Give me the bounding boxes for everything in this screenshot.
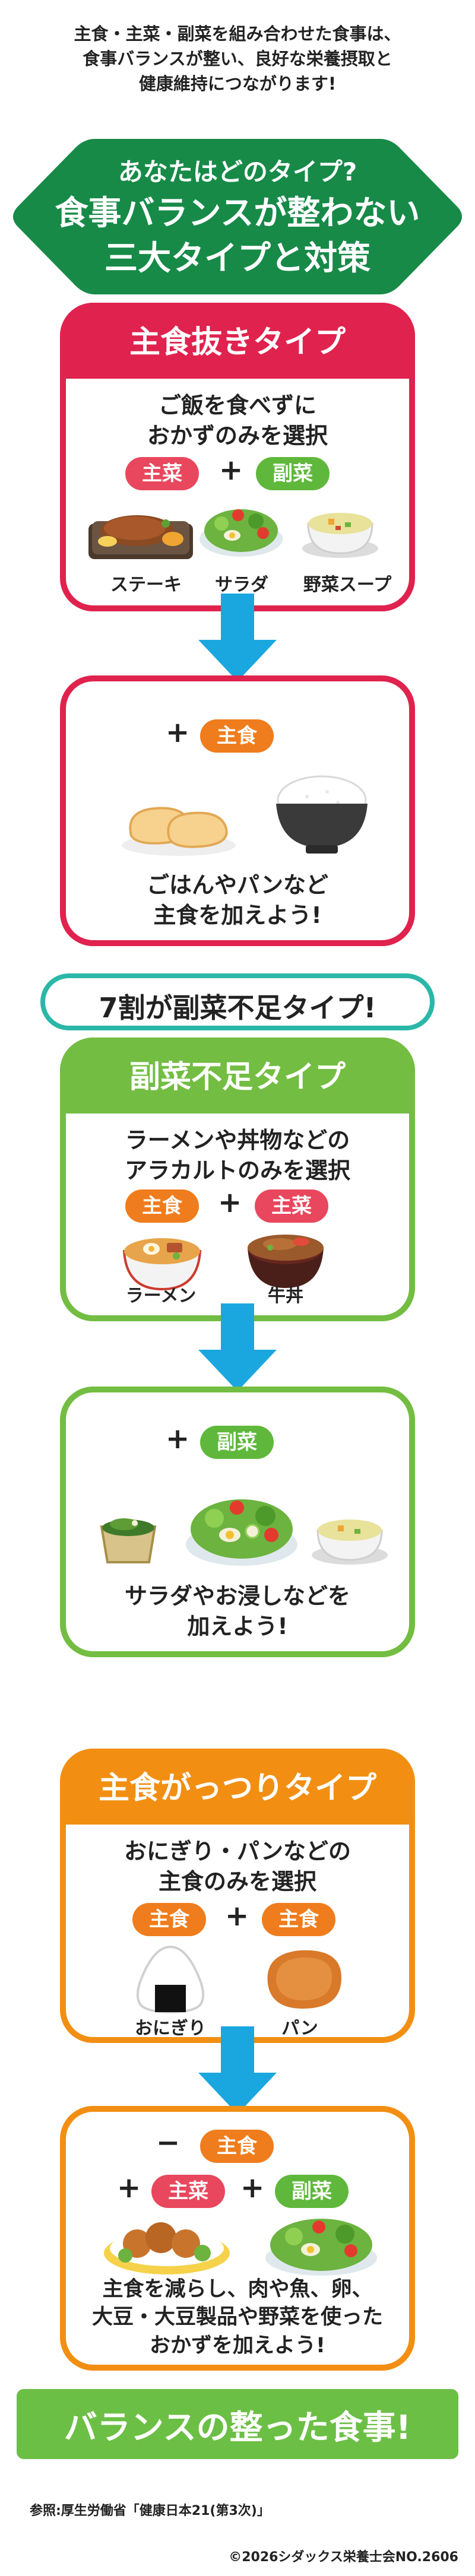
callout-side-dish-shortage: 7割が副菜不足タイプ! <box>40 973 435 1030</box>
type2-fix-line-1: サラダやお浸しなどを <box>124 1583 350 1609</box>
type1-desc: ご飯を食べずに おかずのみを選択 <box>66 391 409 452</box>
type3-fix-line-2: 大豆・大豆製品や野菜を使った <box>91 2305 383 2330</box>
minus-sign: − <box>156 2126 180 2159</box>
type1-title: 主食抜きタイプ <box>129 325 346 360</box>
type3-title: 主食がっつりタイプ <box>98 1771 376 1806</box>
plus-sign: + <box>225 1899 249 1933</box>
intro-line-2: 食事バランスが整い、良好な栄養摂取と <box>83 49 392 69</box>
vegetable-soup-icon <box>312 1519 388 1565</box>
label-gyudon: 牛丼 <box>268 1286 303 1306</box>
type3-fix-line-1: 主食を減らし、肉や魚、卵、 <box>102 2277 373 2301</box>
type2-fix-line-2: 加えよう! <box>187 1613 288 1640</box>
label-salad: サラダ <box>215 575 268 595</box>
pill-staple: 主食 <box>262 1903 335 1936</box>
label-steak: ステーキ <box>110 575 182 595</box>
header-hexagon-shape <box>13 139 462 294</box>
onigiri-icon <box>136 1945 205 2014</box>
header-line-2: 食事バランスが整わない <box>55 194 420 233</box>
type2-fix-card: + 副菜 サラダやお浸しなどを 加えよう! <box>60 1387 415 1657</box>
ramen-icon <box>122 1238 202 1291</box>
header-banner: あなたはどのタイプ? 食事バランスが整わない 三大タイプと対策 <box>0 137 475 297</box>
ohitashi-icon <box>100 1518 157 1563</box>
type2-header: 副菜不足タイプ <box>60 1038 415 1113</box>
banner-text: バランスの整った食事! <box>64 2409 411 2447</box>
rice-bowl-icon <box>276 775 368 854</box>
type3-desc-line-2: 主食のみを選択 <box>158 1868 316 1895</box>
intro-text: 主食・主菜・副菜を組み合わせた食事は、 食事バランスが整い、良好な栄養摂取と 健… <box>0 21 475 96</box>
type1-fix-card: + 主食 ごはんやパンなど 主食を加えよう! <box>60 675 415 946</box>
type3-fix-card: − 主食 + 主菜 + 副菜 主食を減らし、肉や魚、卵、 大豆・大豆製品や野菜を… <box>60 2106 415 2371</box>
header-line-3: 三大タイプと対策 <box>104 239 370 278</box>
type1-fix-desc: ごはんやパンなど 主食を加えよう! <box>66 870 409 931</box>
reference-note: 参照:厚生労働省「健康日本21(第3次)」 <box>30 2504 270 2518</box>
pill-main-dish: 主菜 <box>151 2175 225 2208</box>
type2-desc-line-2: アラカルトのみを選択 <box>124 1157 350 1184</box>
type1-desc-line-1: ご飯を食べずに <box>158 392 316 418</box>
type2-title: 副菜不足タイプ <box>129 1059 346 1095</box>
gyudon-icon <box>248 1235 324 1288</box>
type3-fix-desc: 主食を減らし、肉や魚、卵、 大豆・大豆製品や野菜を使った おかずを加えよう! <box>66 2276 409 2360</box>
type3-desc: おにぎり・パンなどの 主食のみを選択 <box>66 1836 409 1898</box>
plus-sign: + <box>166 716 190 749</box>
label-ramen: ラーメン <box>125 1286 197 1306</box>
plus-sign: + <box>219 453 243 487</box>
type2-desc: ラーメンや丼物などの アラカルトのみを選択 <box>66 1125 409 1187</box>
intro-line-3: 健康維持につながります! <box>138 74 337 94</box>
pill-staple: 主食 <box>200 2130 274 2163</box>
pill-side-dish: 副菜 <box>200 1426 274 1459</box>
salad-icon <box>265 2219 377 2276</box>
bread-roll-icon <box>267 1950 341 2009</box>
type1-desc-line-2: おかずのみを選択 <box>147 423 328 449</box>
type2-desc-line-1: ラーメンや丼物などの <box>125 1127 350 1153</box>
arrow-down-icon <box>198 2026 277 2114</box>
pill-side-dish: 副菜 <box>275 2175 349 2208</box>
plus-sign: + <box>117 2171 141 2204</box>
type3-card: 主食がっつりタイプ おにぎり・パンなどの 主食のみを選択 主食 + 主食 おにぎ… <box>60 1749 415 2043</box>
balanced-meal-banner: バランスの整った食事! <box>17 2389 458 2459</box>
intro-line-1: 主食・主菜・副菜を組み合わせた食事は、 <box>74 24 401 44</box>
pill-staple: 主食 <box>200 719 274 753</box>
plus-sign: + <box>218 1186 242 1219</box>
salad-icon <box>200 509 283 557</box>
type1-fix-line-1: ごはんやパンなど <box>147 872 328 898</box>
pill-main-dish: 主菜 <box>125 457 199 490</box>
type1-fix-line-2: 主食を加えよう! <box>153 902 322 929</box>
type2-fix-desc: サラダやお浸しなどを 加えよう! <box>66 1581 409 1642</box>
arrow-down-icon <box>198 1303 277 1391</box>
pill-side-dish: 副菜 <box>256 457 330 490</box>
type3-header: 主食がっつりタイプ <box>60 1749 415 1825</box>
arrow-down-icon <box>198 594 277 681</box>
vegetable-soup-icon <box>302 513 378 558</box>
bread-icon <box>122 807 236 856</box>
type3-desc-line-1: おにぎり・パンなどの <box>124 1838 351 1864</box>
type1-card: 主食抜きタイプ ご飯を食べずに おかずのみを選択 主菜 + 副菜 ステーキ サラ… <box>60 303 415 611</box>
label-vegetable-soup: 野菜スープ <box>303 575 392 595</box>
type3-fix-line-3: おかずを加えよう! <box>150 2333 325 2358</box>
pill-staple: 主食 <box>125 1189 199 1223</box>
pill-staple: 主食 <box>132 1903 206 1936</box>
type1-header: 主食抜きタイプ <box>60 303 415 379</box>
plus-sign: + <box>166 1422 190 1455</box>
label-bread: パン <box>281 2018 318 2039</box>
callout-text: 7割が副菜不足タイプ! <box>99 992 376 1024</box>
type2-card: 副菜不足タイプ ラーメンや丼物などの アラカルトのみを選択 主食 + 主菜 ラー… <box>60 1038 415 1321</box>
salad-icon <box>186 1499 297 1566</box>
copyright: ©2026シダックス栄養士会NO.2606 <box>229 2550 458 2565</box>
fried-chicken-icon <box>104 2222 230 2274</box>
plus-sign: + <box>240 2171 265 2204</box>
steak-icon <box>88 515 193 559</box>
header-line-1: あなたはどのタイプ? <box>118 157 357 186</box>
label-onigiri: おにぎり <box>135 2018 206 2039</box>
pill-main-dish: 主菜 <box>255 1189 328 1223</box>
